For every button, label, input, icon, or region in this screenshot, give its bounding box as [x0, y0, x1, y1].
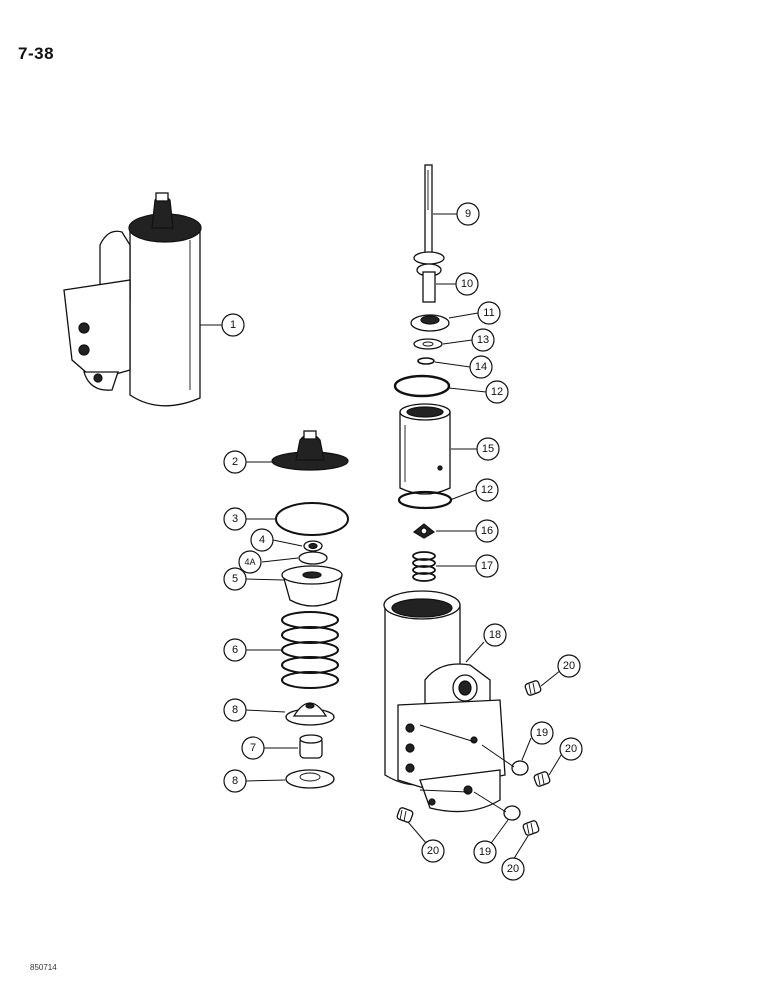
svg-text:18: 18	[489, 629, 501, 641]
callout-20-right: 20	[559, 737, 583, 761]
svg-text:12: 12	[491, 386, 503, 398]
callout-19-upper: 19	[530, 721, 554, 745]
callout-13: 13	[471, 328, 495, 352]
svg-text:10: 10	[461, 278, 473, 290]
callout-4: 4	[250, 528, 274, 552]
part-1-housing-assembly	[63, 192, 202, 407]
callout-12-upper: 12	[485, 380, 509, 404]
callout-9: 9	[456, 202, 480, 226]
callouts: 1 2 3 4 4A 5 6 7 8 8 9 10 11 12 12 13 14…	[221, 202, 583, 881]
part-12-o-ring-upper	[393, 374, 451, 398]
svg-text:3: 3	[232, 513, 238, 525]
part-16-valve-plate	[412, 523, 436, 539]
callout-17: 17	[475, 554, 499, 578]
callout-5: 5	[223, 567, 247, 591]
svg-text:16: 16	[481, 525, 493, 537]
part-17-spring	[412, 551, 436, 582]
callout-7: 7	[241, 736, 265, 760]
leader-lines	[200, 213, 564, 861]
callout-14: 14	[469, 355, 493, 379]
page-number: 7-38	[18, 44, 55, 63]
part-8-spring-seat-lower	[285, 769, 335, 789]
svg-text:11: 11	[483, 307, 494, 319]
callout-18: 18	[483, 623, 507, 647]
callout-8-upper: 8	[223, 698, 247, 722]
svg-text:8: 8	[232, 775, 238, 787]
callout-19-lower: 19	[473, 840, 497, 864]
svg-text:20: 20	[427, 845, 439, 857]
part-4-nut	[303, 540, 323, 552]
callout-20-bottom: 20	[501, 857, 525, 881]
svg-text:12: 12	[481, 484, 493, 496]
part-8-spring-seat-upper	[285, 702, 335, 726]
part-5-retainer	[281, 565, 343, 607]
part-19-plug-lower	[503, 805, 521, 821]
part-19-plug-upper	[511, 760, 529, 776]
callout-1: 1	[221, 313, 245, 337]
svg-text:14: 14	[475, 361, 487, 373]
svg-text:20: 20	[507, 863, 519, 875]
svg-text:4: 4	[259, 534, 265, 546]
svg-text:13: 13	[477, 334, 489, 346]
svg-text:15: 15	[482, 443, 494, 455]
part-15-sleeve	[399, 403, 451, 495]
part-18-housing	[383, 590, 506, 813]
part-11-cap	[410, 314, 450, 332]
svg-text:9: 9	[465, 208, 471, 220]
callout-20-left: 20	[421, 839, 445, 863]
callout-11: 11	[477, 301, 501, 325]
svg-text:17: 17	[481, 560, 493, 572]
svg-text:7: 7	[250, 742, 256, 754]
svg-text:2: 2	[232, 456, 238, 468]
part-10-pin	[416, 263, 442, 303]
part-20-screw-1	[524, 680, 542, 696]
callout-4a: 4A	[238, 550, 262, 574]
callout-16: 16	[475, 519, 499, 543]
svg-text:19: 19	[479, 846, 491, 858]
part-20-screw-3	[396, 807, 414, 823]
svg-text:1: 1	[230, 319, 236, 331]
callout-12-lower: 12	[475, 478, 499, 502]
callout-10: 10	[455, 272, 479, 296]
svg-text:8: 8	[232, 704, 238, 716]
svg-text:6: 6	[232, 644, 238, 656]
callout-2: 2	[223, 450, 247, 474]
callout-3: 3	[223, 507, 247, 531]
part-7-bushing	[299, 734, 323, 759]
part-20-screw-2	[533, 771, 551, 787]
svg-text:20: 20	[563, 660, 575, 672]
callout-6: 6	[223, 638, 247, 662]
drawing-code: 850714	[30, 963, 57, 972]
callout-20-top: 20	[557, 654, 581, 678]
callout-15: 15	[476, 437, 500, 461]
svg-text:19: 19	[536, 727, 548, 739]
svg-text:20: 20	[565, 743, 577, 755]
svg-text:4A: 4A	[244, 557, 255, 567]
svg-text:5: 5	[232, 573, 238, 585]
part-2-boot	[271, 430, 349, 471]
part-6-spring	[281, 611, 339, 689]
part-20-screw-4	[522, 820, 540, 836]
part-14-o-ring	[417, 357, 435, 365]
part-4a-washer	[298, 551, 328, 565]
callout-8-lower: 8	[223, 769, 247, 793]
part-13-washer	[413, 338, 443, 350]
part-3-snap-ring	[275, 502, 349, 536]
